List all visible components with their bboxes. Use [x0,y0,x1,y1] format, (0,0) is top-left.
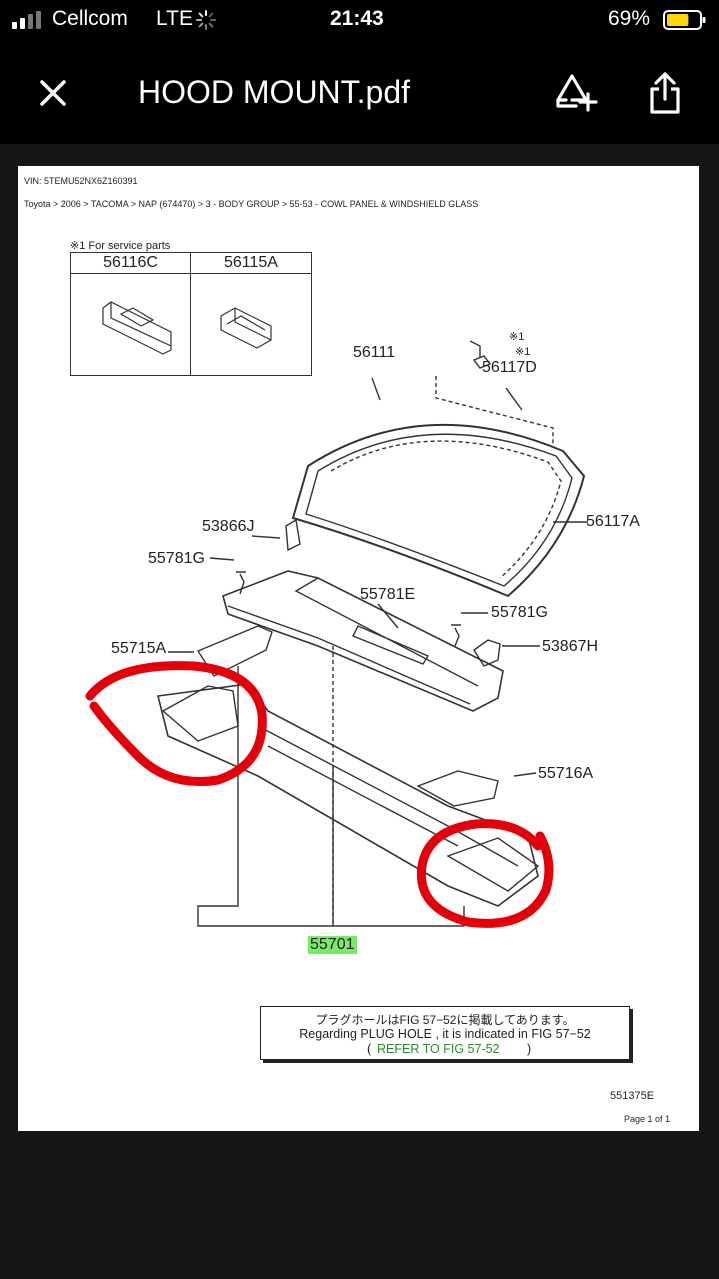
signal-strength-icon [12,11,41,29]
part-note-1a: ※1 [509,331,525,343]
share-icon [650,72,680,114]
pdf-viewer[interactable]: VIN: 5TEMU52NX6Z160391 Toyota > 2006 > T… [0,144,719,1279]
part-label-53867h: 53867H [542,638,599,655]
document-title: HOOD MOUNT.pdf [138,74,411,110]
service-part-56116c: 56116C [103,254,158,271]
part-label-56117d: 56117D [482,359,537,376]
part-label-53866j: 53866J [202,518,255,535]
part-label-55781g-left: 55781G [148,550,205,567]
service-parts-table: 56116C 56115A [70,252,312,376]
plug-note-japanese: プラグホールはFIG 57−52に掲載してあります。 [315,1013,575,1027]
refer-close-paren: ) [527,1042,532,1056]
loading-spinner-icon [196,10,216,30]
share-button[interactable] [642,68,688,118]
service-part-56115a: 56115A [224,254,278,271]
carrier-name: Cellcom [52,7,128,30]
part-label-55701-highlighted: 55701 [308,936,357,954]
refer-open-paren: ( [367,1042,372,1056]
part-note-1b: ※1 [515,346,531,358]
refer-to-fig-link[interactable]: REFER TO FIG 57-52 [377,1042,500,1056]
markup-button[interactable] [550,70,600,116]
battery-percent: 69% [608,7,651,30]
markup-icon [556,74,598,112]
close-button[interactable] [34,74,72,112]
pdf-page[interactable]: VIN: 5TEMU52NX6Z160391 Toyota > 2006 > T… [18,166,699,1131]
part-label-56111: 56111 [353,344,396,361]
document-toolbar: HOOD MOUNT.pdf [0,40,719,144]
status-bar: Cellcom LTE 21:43 69% [0,0,719,40]
plug-hole-note-box: プラグホールはFIG 57−52に掲載してあります。 Regarding PLU… [260,1006,630,1060]
plug-note-english: Regarding PLUG HOLE , it is indicated in… [299,1027,591,1041]
breadcrumb: Toyota > 2006 > TACOMA > NAP (674470) > … [24,199,479,209]
service-parts-note: ※1 For service parts [70,240,171,252]
part-label-55715a: 55715A [111,640,167,657]
close-icon [40,80,66,106]
part-label-55781g-right: 55781G [491,604,548,621]
diagram-code: 551375E [610,1090,655,1102]
battery-icon [663,10,706,30]
page-footer: Page 1 of 1 [624,1114,671,1124]
network-type: LTE [156,7,193,30]
service-parts-illustration [102,301,272,355]
vin-text: VIN: 5TEMU52NX6Z160391 [24,176,138,186]
clock: 21:43 [330,7,384,30]
part-label-56117a: 56117A [586,513,640,530]
part-label-55781e: 55781E [360,586,416,603]
part-label-55716a: 55716A [538,765,594,782]
